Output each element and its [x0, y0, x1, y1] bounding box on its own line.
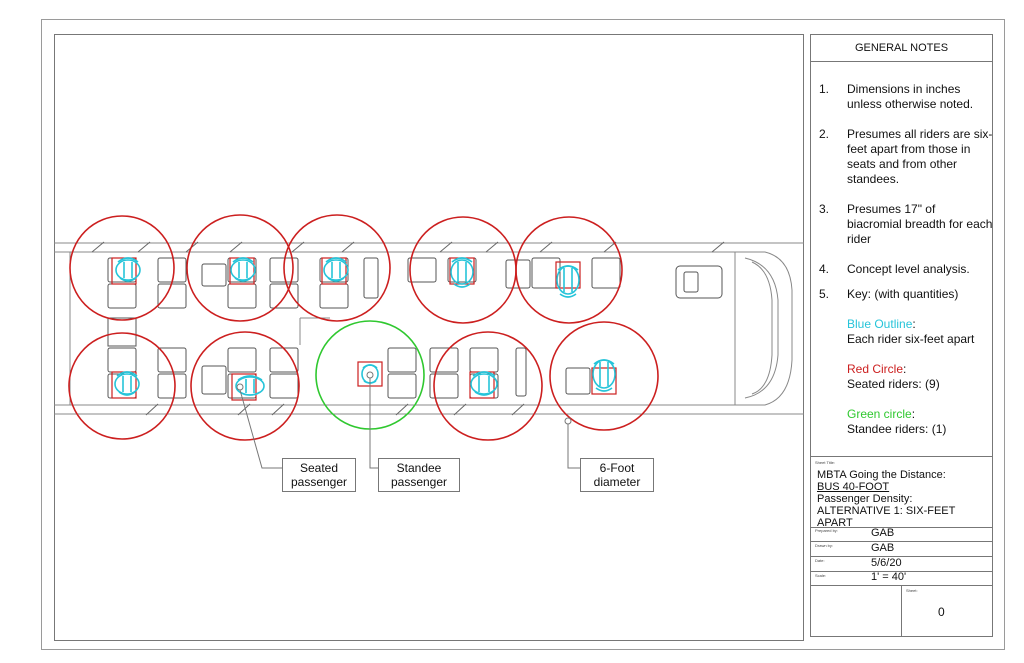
- rider-outline-5: [556, 265, 580, 298]
- note-item: 5.Key: (with quantities): [819, 287, 959, 301]
- callout-standee-passenger: Standee passenger: [378, 458, 460, 492]
- note-item: 3.Presumes 17" of biacromial breadth for…: [819, 202, 993, 246]
- callout-six-foot-diameter: 6-Foot diameter: [580, 458, 654, 492]
- rider-outline-7: [235, 375, 265, 396]
- sheet-number-box: Sheet: 0: [901, 585, 994, 637]
- seat-hatching: [91, 241, 725, 416]
- note-item: 2.Presumes all riders are six-feet apart…: [819, 127, 993, 186]
- rider-outline-1: [115, 257, 141, 282]
- rider-outline-8: [470, 371, 498, 396]
- note-item: 1.Dimensions in inches unless otherwise …: [819, 82, 974, 111]
- key-blue-outline: Blue Outline: Each rider six-feet apart: [847, 317, 975, 346]
- rider-outline-2: [230, 257, 256, 282]
- note-item: 4.Concept level analysis.: [819, 262, 970, 276]
- rider-outline-4: [450, 257, 474, 288]
- general-notes-header: GENERAL NOTES: [811, 35, 992, 62]
- date-row: Date: 5/6/20: [811, 556, 992, 572]
- sheet-title-box: Sheet Title: MBTA Going the Distance: BU…: [811, 456, 992, 529]
- drawn-by-row: Drawn by: GAB: [811, 541, 992, 557]
- scale-row: Scale: 1' = 40': [811, 571, 992, 586]
- sheet-title: MBTA Going the Distance: BUS 40-FOOT Pas…: [817, 469, 956, 529]
- sheet-number: 0: [938, 605, 945, 619]
- general-notes-list: 1.Dimensions in inches unless otherwise …: [819, 82, 993, 452]
- drawing-area-frame: [54, 34, 804, 641]
- rider-outline-3: [323, 257, 349, 282]
- key-red-circle: Red Circle: Seated riders: (9): [847, 362, 940, 391]
- drawing-sheet: [41, 19, 1005, 650]
- callout-leaders: [236, 371, 580, 469]
- seated-rider-circles: [68, 214, 659, 441]
- rider-outline-9: [592, 359, 616, 392]
- prepared-by-row: Prepared by: GAB: [811, 526, 992, 542]
- callout-seated-passenger: Seated passenger: [282, 458, 356, 492]
- bus-body: [54, 242, 804, 415]
- title-block: GENERAL NOTES 1.Dimensions in inches unl…: [810, 34, 993, 637]
- key-green-circle: Green circle: Standee riders: (1): [847, 407, 947, 436]
- rider-outline-6: [114, 371, 140, 396]
